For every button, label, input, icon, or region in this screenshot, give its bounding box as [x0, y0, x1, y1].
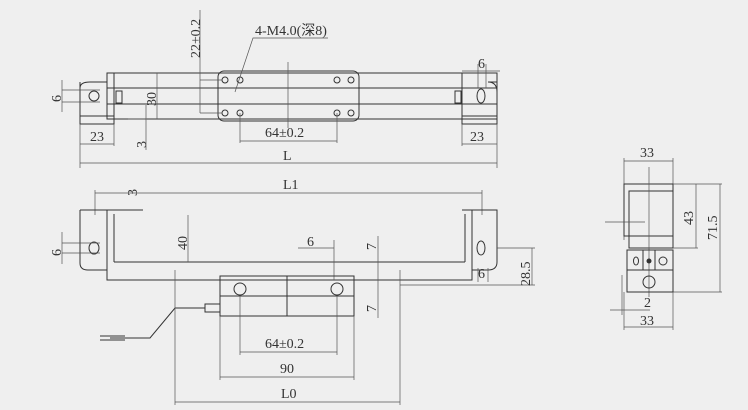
side-view: 33 43 71.5 2 33: [605, 146, 722, 330]
reader-head: [217, 70, 360, 122]
dim-33-top: 33: [640, 146, 654, 161]
dim-23-right: 23: [470, 130, 484, 145]
dim-30: 30: [145, 92, 160, 106]
dim-2: 2: [644, 296, 651, 311]
mount-hole-icon: [88, 90, 100, 102]
dim-L: L: [283, 149, 292, 164]
dim-28-5: 28.5: [519, 262, 534, 287]
dim-23-left: 23: [90, 130, 104, 145]
dim-64: 64±0.2: [265, 126, 304, 141]
dim-43: 43: [682, 211, 697, 225]
top-view: 22±0.2 4-M4.0(深8) 64±0.2 30 3 6 23 23 L …: [50, 10, 500, 168]
dim-71-5: 71.5: [706, 216, 721, 241]
dim-64-front: 64±0.2: [265, 337, 304, 352]
scale-body: [106, 72, 498, 120]
cable: [110, 307, 205, 339]
thread-spec-label: 4-M4.0(深8): [255, 23, 327, 39]
dim-6-left: 6: [50, 95, 65, 102]
thread-holes: [221, 76, 355, 117]
dim-6-front-left: 6: [50, 249, 65, 256]
dim-6-right: 6: [478, 57, 485, 72]
dim-33-bottom: 33: [640, 314, 654, 329]
dim-L1: L1: [283, 178, 299, 193]
dim-3-front: 3: [126, 189, 141, 196]
dim-3: 3: [135, 141, 150, 148]
scale-body-front: [79, 209, 498, 281]
dim-6-mid: 6: [307, 235, 314, 250]
dim-90: 90: [280, 362, 294, 377]
dim-L0: L0: [281, 387, 297, 402]
dim-7-bottom: 7: [365, 305, 380, 312]
dim-6-front-right: 6: [478, 267, 485, 282]
front-view: L1 3 40 6 6 7 7 6 28.5 64±0.2 90 L0: [50, 178, 535, 405]
dim-40: 40: [176, 236, 191, 250]
dim-22: 22±0.2: [189, 19, 204, 58]
dim-7-top: 7: [365, 243, 380, 250]
mount-slot-icon: [476, 88, 486, 104]
